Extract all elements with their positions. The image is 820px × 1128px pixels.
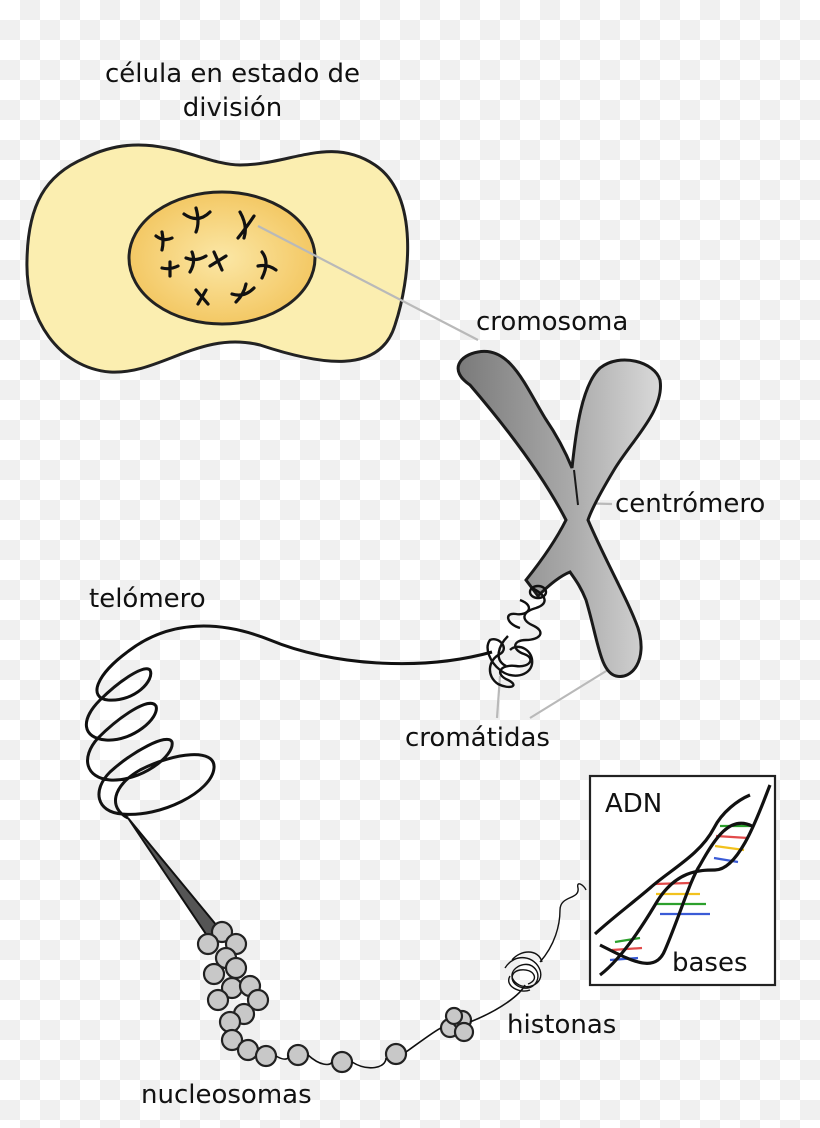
label-centromere: centrómero	[615, 489, 766, 519]
nucleus-chromosomes	[154, 206, 278, 306]
label-dna: ADN	[605, 789, 663, 819]
tangled-dna	[504, 883, 587, 992]
label-histones: histonas	[507, 1010, 617, 1040]
nucleosomes-string	[196, 920, 475, 1074]
label-chromosome: cromosoma	[476, 307, 629, 337]
chromatid-split	[573, 469, 579, 506]
label-chromatids: cromátidas	[405, 723, 550, 753]
linker-dna	[275, 984, 526, 1069]
dna-helix-strands	[593, 784, 772, 977]
label-nucleosomes: nucleosomas	[141, 1080, 312, 1110]
label-bases: bases	[672, 948, 748, 978]
coiled-chromatin	[486, 584, 548, 689]
chromatin-fiber	[84, 624, 493, 820]
chromosome	[456, 349, 662, 678]
label-telomere: telómero	[89, 584, 206, 614]
label-cell: célula en estado de división	[105, 59, 360, 123]
fiber-cone	[127, 817, 224, 942]
